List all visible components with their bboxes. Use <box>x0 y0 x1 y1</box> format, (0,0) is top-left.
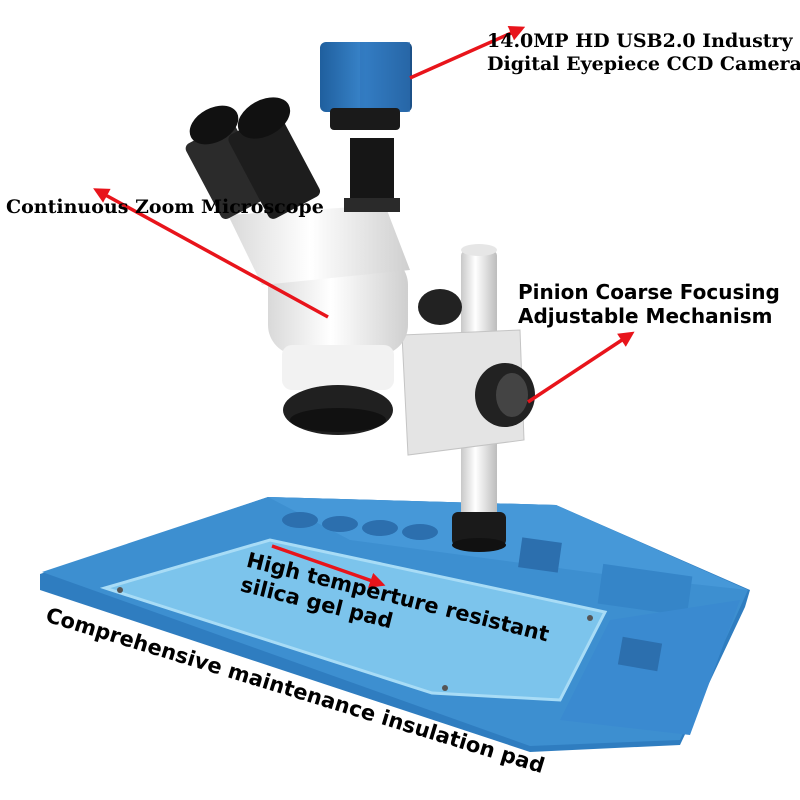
zoom-label: Continuous Zoom Microscope <box>6 196 324 218</box>
ccd-camera <box>320 42 412 130</box>
camera-arrow <box>409 26 526 80</box>
focus-label-line1: Pinion Coarse Focusing <box>518 280 780 304</box>
camera-label: 14.0MP HD USB2.0 Industry Digital Eyepie… <box>487 30 800 76</box>
camera-label-line2: Digital Eyepiece CCD Camera <box>487 52 800 75</box>
zoom-arrow <box>93 188 329 319</box>
focus-label-line2: Adjustable Mechanism <box>518 304 773 328</box>
microscope-stand <box>401 244 535 552</box>
gel-arrow <box>271 544 386 588</box>
annotation-arrows <box>93 26 635 588</box>
camera-label-line1: 14.0MP HD USB2.0 Industry <box>487 30 793 52</box>
focus-arrow <box>527 331 635 404</box>
insulation-mat <box>40 497 750 752</box>
zoom-microscope <box>185 97 410 435</box>
focus-label: Pinion Coarse Focusing Adjustable Mechan… <box>518 280 780 328</box>
